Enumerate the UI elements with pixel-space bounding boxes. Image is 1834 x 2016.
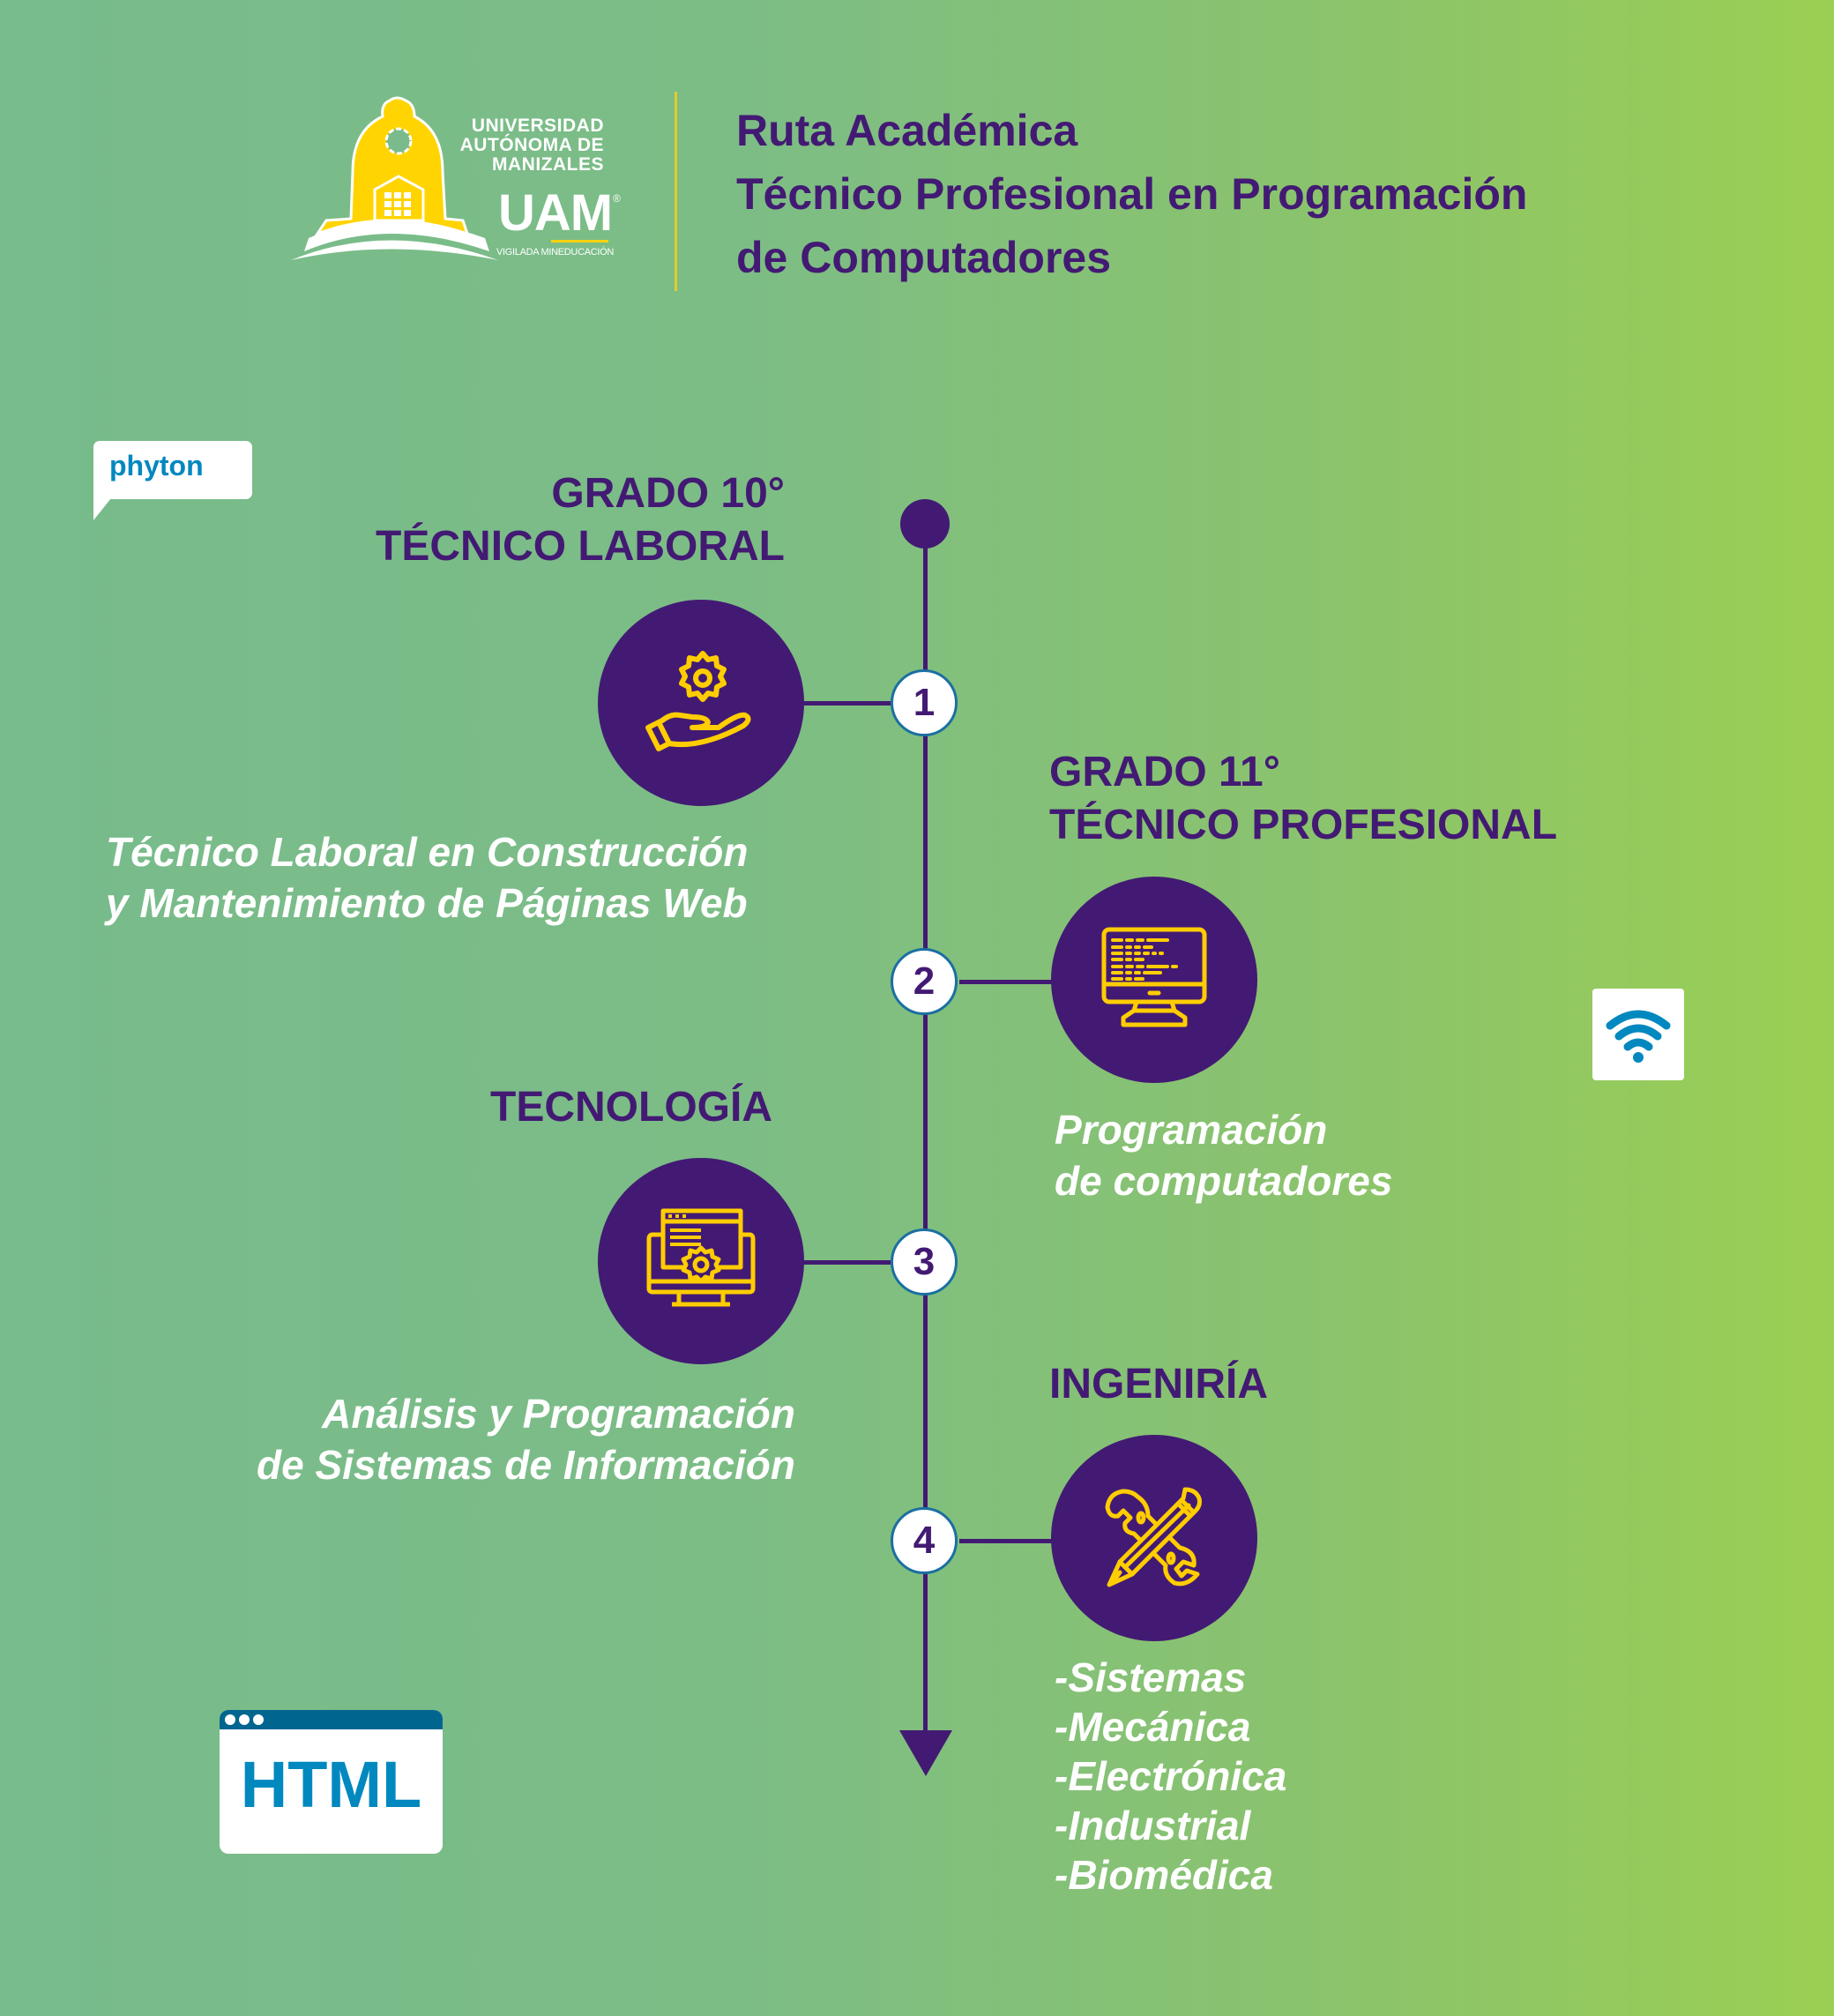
step-2-description: Programación de computadores (1055, 1104, 1392, 1206)
computer-settings-icon (646, 1208, 756, 1307)
step-2-heading: GRADO 11° TÉCNICO PROFESIONAL (1049, 746, 1557, 852)
step-1-icon-circle (598, 600, 804, 806)
step-2-desc-line-1: Programación (1055, 1107, 1328, 1153)
step-3-heading: TECNOLOGÍA (335, 1081, 772, 1134)
university-logo: UNIVERSIDAD AUTÓNOMA DE MANIZALES UAM ® … (282, 88, 635, 265)
step-1-heading-line-2: TÉCNICO LABORAL (376, 523, 785, 570)
title-line-1: Ruta Académica (736, 106, 1078, 155)
header-divider (675, 92, 677, 291)
step-2-number-badge: 2 (891, 948, 958, 1015)
step-4-description: -Sistemas -Mecánica -Electrónica -Indust… (1055, 1653, 1286, 1900)
engineering-option-sistemas: -Sistemas (1055, 1654, 1247, 1700)
step-4-icon-circle (1051, 1435, 1257, 1641)
logo-underline (551, 240, 608, 243)
step-2-heading-line-1: GRADO 11° (1049, 749, 1280, 795)
step-4-heading: INGENIRÍA (1049, 1358, 1268, 1411)
phyton-speech-bubble: phyton (93, 441, 252, 499)
wifi-badge (1592, 989, 1684, 1080)
building-logo-icon (291, 96, 498, 260)
step-2-heading-line-2: TÉCNICO PROFESIONAL (1049, 802, 1558, 848)
step-1-heading-line-1: GRADO 10° (551, 470, 785, 517)
step-3-description: Análisis y Programación de Sistemas de I… (176, 1388, 795, 1490)
step-1-description: Técnico Laboral en Construcción y Manten… (106, 826, 748, 929)
step-3-desc-line-2: de Sistemas de Información (257, 1442, 795, 1488)
step-3-desc-line-1: Análisis y Programación (322, 1391, 795, 1437)
step-3-icon-circle (598, 1158, 804, 1364)
step-3-number-badge: 3 (891, 1228, 958, 1295)
step-3-connector (802, 1260, 891, 1265)
logo-text: UNIVERSIDAD AUTÓNOMA DE MANIZALES (445, 116, 604, 175)
bubble-tail (93, 494, 115, 520)
step-1-desc-line-2: y Mantenimiento de Páginas Web (106, 880, 748, 926)
engineering-option-electronica: -Electrónica (1055, 1753, 1287, 1799)
computer-code-icon (1101, 927, 1207, 1027)
step-1-connector (802, 701, 891, 706)
timeline-line (923, 522, 928, 1739)
step-1-desc-line-1: Técnico Laboral en Construcción (106, 829, 749, 875)
engineering-option-mecanica: -Mecánica (1055, 1704, 1251, 1750)
html-window-badge: HTML (220, 1710, 443, 1854)
title-line-2: Técnico Profesional en Programación (736, 169, 1528, 219)
wrench-pencil-icon (1105, 1487, 1202, 1587)
window-dot-icon (253, 1714, 264, 1725)
bubble-label: phyton (109, 450, 204, 482)
step-2-icon-circle (1051, 877, 1257, 1083)
window-title-bar (220, 1710, 443, 1729)
engineering-option-biomedica: -Biomédica (1055, 1852, 1273, 1898)
step-4-heading-line-1: INGENIRÍA (1049, 1361, 1269, 1407)
step-4-number-badge: 4 (891, 1507, 958, 1574)
title-line-3: de Computadores (736, 233, 1112, 282)
timeline-start-dot (900, 499, 950, 549)
page-title: Ruta Académica Técnico Profesional en Pr… (736, 99, 1527, 289)
step-2-desc-line-2: de computadores (1055, 1158, 1393, 1204)
engineering-option-industrial: -Industrial (1055, 1803, 1251, 1848)
logo-tagline: VIGILADA MINEDUCACIÓN (496, 247, 615, 258)
window-dot-icon (239, 1714, 250, 1725)
wifi-icon (1606, 1010, 1671, 1063)
timeline-arrow-down-icon (899, 1730, 952, 1776)
step-2-connector (959, 980, 1052, 984)
logo-line-3: MANIZALES (492, 154, 604, 175)
window-dot-icon (225, 1714, 235, 1725)
logo-acronym: UAM (498, 184, 613, 242)
registered-mark: ® (613, 192, 621, 205)
step-1-number-badge: 1 (891, 669, 958, 736)
hand-gear-icon (645, 651, 751, 751)
logo-line-1: UNIVERSIDAD (471, 116, 604, 136)
html-label: HTML (240, 1748, 422, 1821)
step-1-heading: GRADO 10° TÉCNICO LABORAL (335, 467, 785, 573)
step-4-connector (959, 1539, 1052, 1543)
step-3-heading-line-1: TECNOLOGÍA (490, 1084, 772, 1131)
logo-line-2: AUTÓNOMA DE (459, 135, 604, 155)
